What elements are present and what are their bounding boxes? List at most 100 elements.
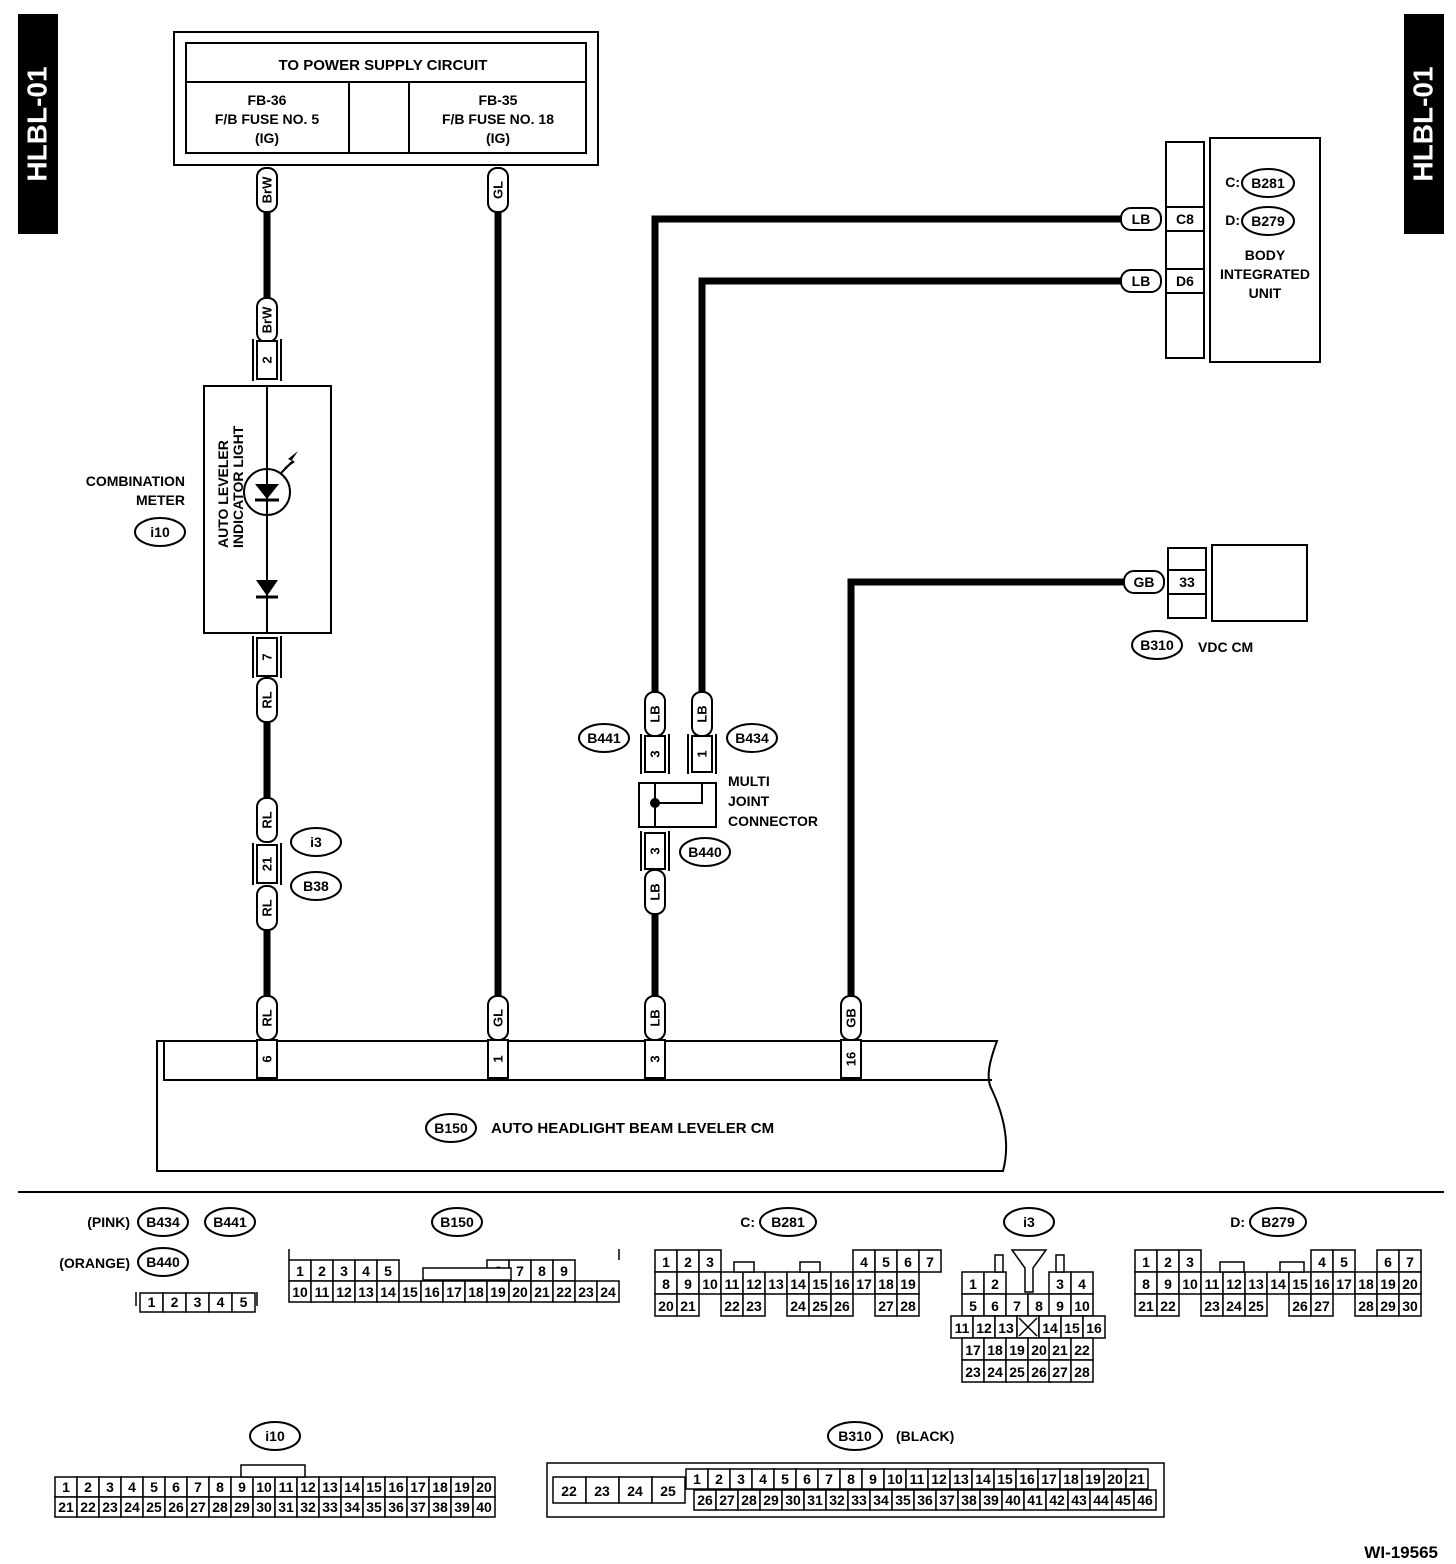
label-rl-i3-text: RL [260,811,275,828]
tag-b440-text: B440 [688,844,722,860]
legend-b150-grid-pin: 11 [315,1284,330,1300]
legend-b150-grid-pin: 16 [424,1284,440,1300]
legend-b150-grid-pin: 8 [538,1263,546,1279]
legend-c-prefix: C: [740,1214,755,1230]
legend-b150-grid-pin: 21 [534,1284,550,1300]
legend-b310-grid-bottom-pin: 28 [741,1492,757,1508]
legend-i10-grid-pin: 11 [279,1479,294,1495]
legend-i3-pin: 2 [991,1276,999,1292]
legend-b281-grid-pin: 20 [658,1298,674,1314]
legend-b310-grid-bottom-pin: 26 [697,1492,713,1508]
legend-b310-grid-top-pin: 3 [737,1471,745,1487]
legend-b150-grid-pin: 24 [600,1284,616,1300]
legend-tag-b441-text: B441 [213,1214,247,1230]
pin-meter-2-text: 2 [260,356,275,363]
legend-b310-grid-top-pin: 1 [693,1471,701,1487]
legend-b279-grid-pin: 12 [1226,1276,1242,1292]
legend-i3-pin: 24 [987,1364,1003,1380]
wires [263,205,1125,998]
pin-vdc-33-text: 33 [1179,574,1195,590]
label-gl-top [487,167,509,213]
tag-b310-text: B310 [1140,637,1174,653]
fb36-line2: F/B FUSE NO. 5 [215,111,319,127]
legend-b150-grid-pin: 17 [446,1284,462,1300]
legend-tag-b310-text: B310 [838,1428,872,1444]
legend-b279-grid-pin: 11 [1205,1276,1220,1292]
legend-i10-grid-pin: 25 [146,1499,162,1515]
legend-b279-grid-pin: 10 [1182,1276,1198,1292]
legend-b310-grid-top-pin: 14 [975,1471,991,1487]
legend-b281-grid-pin: 6 [904,1254,912,1270]
legend-b279-grid-pin: 24 [1226,1298,1242,1314]
legend-i3-pin: 23 [965,1364,981,1380]
legend-i3-pin: 5 [969,1298,977,1314]
legend-i10-grid-pin: 4 [128,1479,136,1495]
pin-i3-21 [256,844,278,884]
bcm-label-2: INTEGRATED [1220,266,1310,282]
legend-i10-grid-pin: 38 [432,1499,448,1515]
legend-b310-grid-bottom-pin: 44 [1093,1492,1109,1508]
legend-b310-grid-bottom-pin: 42 [1049,1492,1065,1508]
tag-b150 [425,1113,477,1143]
legend-i10-grid-pin: 2 [84,1479,92,1495]
pin-i3-21-text: 21 [260,857,275,871]
legend-b281-grid-pin: 15 [812,1276,828,1292]
pin-bcm-c8-text: C8 [1176,211,1194,227]
label-lb-b441-text: LB [648,705,663,722]
legend-orange-label: (ORANGE) [59,1255,130,1271]
legend-b281-grid-pin: 19 [900,1276,916,1292]
legend-b279-grid-pin: 7 [1406,1254,1414,1270]
legend-i3-pin: 21 [1052,1342,1068,1358]
legend-b281-grid-pin: 5 [882,1254,890,1270]
legend-b310-grid-top-pin: 10 [887,1471,903,1487]
legend-b310-grid-bottom-pin: 27 [719,1492,735,1508]
fb35-line2: F/B FUSE NO. 18 [442,111,554,127]
legend-i3-pin: 14 [1042,1320,1058,1336]
legend-b310-pin: 25 [660,1483,676,1499]
multi-joint-label-3: CONNECTOR [728,813,818,829]
legend-b281-grid-cell [676,1293,700,1317]
legend-b281-grid-pin: 2 [684,1254,692,1270]
legend-i3-pin: 19 [1009,1342,1025,1358]
legend-b279-grid-pin: 4 [1318,1254,1326,1270]
combination-meter-label-1: COMBINATION [86,473,185,489]
legend-b150-grid-pin: 18 [468,1284,484,1300]
label-rl-b38 [256,885,278,931]
legend-i10-grid-pin: 29 [234,1499,250,1515]
legend-b279-grid-pin: 21 [1138,1298,1154,1314]
legend-b434-grid-pin: 1 [148,1294,156,1310]
legend-b310-grid-top-pin: 6 [803,1471,811,1487]
pin-meter-7-text: 7 [260,653,275,660]
pin-cm-3-text: 3 [648,1055,663,1062]
page-tab-right: HLBL-01 [1404,14,1444,234]
legend-i10-grid-pin: 13 [322,1479,338,1495]
label-gb-vdc [1123,570,1165,594]
legend-b150-grid-pin: 7 [516,1263,524,1279]
legend-b310-grid-top-cell [1125,1468,1149,1490]
legend-b279-grid-pin: 5 [1340,1254,1348,1270]
tag-b38-text: B38 [303,878,329,894]
legend-b150-grid-pin: 2 [318,1263,326,1279]
label-lb-d6 [1120,269,1162,293]
legend-i10-grid-pin: 12 [300,1479,316,1495]
power-supply-box [173,31,599,166]
legend-i3-pin: 6 [991,1298,999,1314]
legend-b150-grid-pin: 20 [512,1284,528,1300]
legend-b279-grid-cell [1244,1293,1268,1317]
legend-i10-grid-pin: 17 [410,1479,426,1495]
legend-b310-pin: 22 [561,1483,577,1499]
legend-i10-grid-pin: 19 [454,1479,470,1495]
label-brw-top-text: BrW [260,176,275,203]
wire-lb-d6 [698,277,1125,695]
legend-b310-grid-bottom-pin: 32 [829,1492,845,1508]
legend-b150-grid-pin: 9 [560,1263,568,1279]
legend-b279-grid-pin: 17 [1336,1276,1352,1292]
legend-tag-b150-text: B150 [440,1214,474,1230]
page-tab-left: HLBL-01 [18,14,58,234]
multi-joint-connector [638,782,717,828]
legend-i10-grid-pin: 28 [212,1499,228,1515]
legend-b310-grid-bottom-pin: 37 [939,1492,955,1508]
